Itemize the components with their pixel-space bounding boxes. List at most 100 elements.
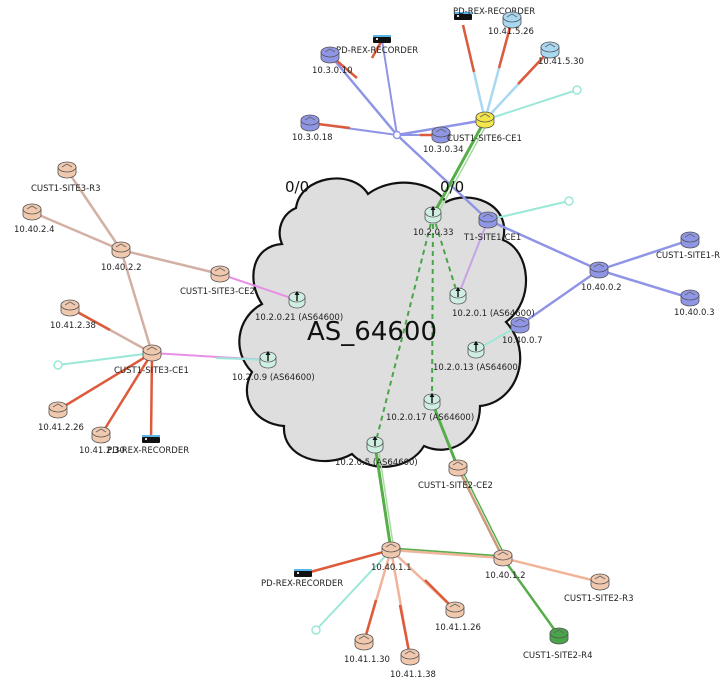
node-label: 10.41.5.30 [538, 57, 584, 67]
pe-1-node[interactable]: 10.2.0.1 (AS64600) [449, 287, 535, 319]
n10-3-0-18-node[interactable]: 10.3.0.18 [292, 114, 333, 143]
router-arrows [684, 291, 696, 296]
link [219, 273, 298, 301]
recorder-stripe [373, 35, 391, 37]
pd-rex-left-node[interactable]: PD-REX-RECORDER [107, 435, 189, 456]
router-icon [445, 601, 465, 613]
router-icon [91, 426, 111, 438]
recorder-stripe [294, 569, 312, 571]
n10-41-2-26-node[interactable]: 10.41.2.26 [38, 401, 84, 433]
router-icon [210, 265, 230, 277]
node-label: 10.41.1.26 [435, 623, 481, 633]
router-arrow-head [473, 341, 479, 345]
router-icon [448, 459, 468, 471]
site3-r3-node[interactable]: CUST1-SITE3-R3 [31, 161, 100, 194]
n10-40-1-2-node[interactable]: 10.40.1.2 [485, 549, 526, 581]
link [598, 238, 691, 272]
n10-40-0-2-node[interactable]: 10.40.0.2 [581, 261, 622, 293]
site2-r3-node[interactable]: CUST1-SITE2-R3 [564, 573, 633, 604]
router-arrow-head [265, 351, 271, 355]
pd-rex-upper-node[interactable]: PD-REX-RECORDER [336, 35, 418, 56]
n10-40-2-4-node[interactable]: 10.40.2.4 [14, 203, 55, 235]
n10-41-5-30-node[interactable]: 10.41.5.30 [538, 41, 584, 67]
site2-r4-node[interactable]: CUST1-SITE2-R4 [523, 627, 592, 661]
router-icon [680, 231, 700, 243]
node-label: CUST1-SITE2-R3 [564, 594, 633, 604]
pe-17-node[interactable]: 10.2.0.17 (AS64600) [386, 393, 474, 423]
router-icon [111, 241, 131, 253]
router-arrows [115, 243, 127, 248]
pe-9-node[interactable]: 10.2.0.9 (AS64600) [232, 351, 315, 383]
node-label: 10.40.1.2 [485, 571, 526, 581]
n10-41-2-x-node[interactable]: 10.41.2.30 [79, 426, 125, 456]
site3-ce1-node[interactable]: CUST1-SITE3-CE1 [114, 344, 189, 376]
node-label: CUST1-SITE1-R [656, 251, 720, 261]
router-arrows [146, 346, 158, 351]
link [598, 268, 691, 300]
n10-41-1-26-node[interactable]: 10.41.1.26 [435, 601, 481, 633]
node-label: 10.40.2.4 [14, 225, 55, 235]
pd-rex-bottom-node[interactable]: PD-REX-RECORDER [261, 569, 343, 589]
node-label: 10.40.0.7 [502, 336, 543, 346]
link [120, 248, 221, 276]
link [484, 89, 578, 121]
router-arrows [61, 163, 73, 168]
link [431, 214, 434, 403]
router-icon [589, 261, 609, 273]
router-icon [478, 211, 498, 223]
router-arrow-head [455, 287, 461, 291]
pd-rex-top-node[interactable]: PD-REX-RECORDER [453, 7, 535, 20]
n10-41-1-38-node[interactable]: 10.41.1.38 [390, 648, 436, 680]
site2-ce2-node[interactable]: CUST1-SITE2-CE2 [418, 459, 493, 491]
site1-r-node[interactable]: CUST1-SITE1-R [656, 231, 720, 261]
n10-3-0-34-node[interactable]: 10.3.0.34 [423, 126, 464, 155]
node-label: 10.41.2.38 [50, 321, 96, 331]
router-arrows [358, 635, 370, 640]
link-endpoint [53, 360, 63, 370]
recorder-icon [142, 437, 160, 443]
router-arrow-head [372, 436, 378, 440]
node-label: CUST1-SITE2-R4 [523, 651, 592, 661]
site6-ce1-node[interactable]: CUST1-SITE6-CE1 [447, 111, 522, 144]
n10-40-0-7-node[interactable]: 10.40.0.7 [502, 316, 543, 346]
recorder-led [297, 572, 299, 574]
recorder-led [376, 38, 378, 40]
pe-21-node[interactable]: 10.2.0.21 (AS64600) [255, 291, 343, 323]
n10-41-1-30-node[interactable]: 10.41.1.30 [344, 633, 390, 665]
n10-40-1-1-node[interactable]: 10.40.1.1 [371, 541, 412, 573]
node-label: 10.40.2.2 [101, 263, 142, 273]
link [99, 352, 154, 436]
recorder-icon [373, 37, 391, 43]
recorder-led [145, 438, 147, 440]
site1-ce1-node[interactable]: T1-SITE1-CE1 [463, 211, 521, 243]
link [487, 218, 600, 272]
router-arrows [544, 43, 556, 48]
site3-ce2-node[interactable]: CUST1-SITE3-CE2 [180, 265, 255, 297]
n10-40-2-2-node[interactable]: 10.40.2.2 [101, 241, 142, 273]
node-label: T1-SITE1-CE1 [463, 233, 521, 243]
link-endpoint [564, 196, 574, 206]
node-label: 10.2.0.9 (AS64600) [232, 373, 315, 383]
pe-5-node[interactable]: 10.2.0.5 (AS64600) [335, 436, 418, 468]
pe-33-node[interactable]: 10.2.0.33 [413, 206, 454, 238]
router-arrows [324, 48, 336, 53]
router-arrows [506, 13, 518, 18]
n10-3-0-10-node[interactable]: 10.3.0.10 [312, 46, 353, 76]
link [390, 547, 504, 557]
router-icon [431, 126, 451, 138]
n10-41-5-26-node[interactable]: 10.41.5.26 [488, 11, 534, 37]
link [65, 169, 123, 251]
router-icon [502, 11, 522, 23]
link [396, 134, 489, 221]
pe-13-node[interactable]: 10.2.0.13 (AS64600) [433, 341, 521, 373]
link [315, 549, 392, 631]
n10-40-0-3-node[interactable]: 10.40.0.3 [674, 289, 715, 318]
router-icon [60, 299, 80, 311]
n10-41-2-38-node[interactable]: 10.41.2.38 [50, 299, 96, 331]
link [57, 352, 153, 366]
node-label: 10.2.0.5 (AS64600) [335, 458, 418, 468]
router-arrows [385, 543, 397, 548]
router-arrow-head [430, 206, 436, 210]
nodes: PD-REX-RECORDER10.41.5.2610.41.5.30PD-RE… [14, 7, 720, 680]
